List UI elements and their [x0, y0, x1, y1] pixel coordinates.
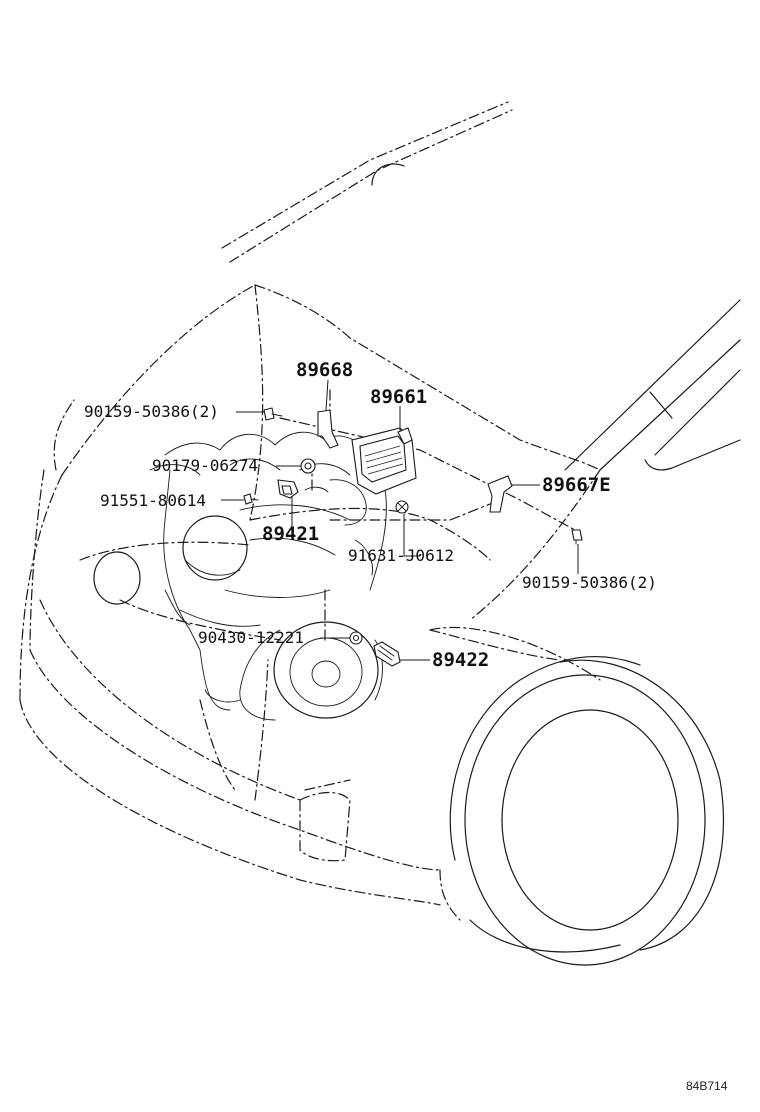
bolt-91631: [395, 500, 409, 514]
callout-90179-06274: 90179-06274: [152, 456, 258, 475]
bolt-90159-bottom: [571, 529, 583, 545]
ecu-89661: [351, 427, 417, 495]
callout-91631-j0612: 91631-J0612: [348, 546, 454, 565]
callouts: 89668 89661 90159-50386(2) 90179-06274 9…: [84, 359, 657, 671]
diagram-code: 84B714: [686, 1079, 728, 1093]
callout-89422: 89422: [432, 649, 489, 671]
callout-90159-50386-bottom: 90159-50386(2): [522, 573, 657, 592]
callout-90159-50386-top: 90159-50386(2): [84, 402, 219, 421]
bolt-91551: [243, 493, 259, 505]
callout-89421: 89421: [262, 523, 319, 545]
sensor-89422: [373, 641, 401, 667]
sensor-89421: [277, 479, 299, 499]
callout-89661: 89661: [370, 386, 427, 408]
callout-89668: 89668: [296, 359, 353, 381]
nut-90179: [300, 458, 316, 474]
callout-90430-12221: 90430-12221: [198, 628, 304, 647]
leader-lines: [221, 379, 579, 661]
bolt-90159-top: [263, 407, 283, 421]
car-body-outline: [19, 101, 741, 921]
callout-89667e: 89667E: [542, 474, 611, 496]
front-wheel: [429, 626, 724, 966]
callout-91551-80614: 91551-80614: [100, 491, 206, 510]
phantom-lines: [279, 389, 576, 641]
bracket-89668: [317, 409, 339, 449]
gasket-90430: [349, 631, 363, 645]
bracket-89667e: [487, 475, 513, 513]
engine-assembly: [149, 431, 387, 721]
